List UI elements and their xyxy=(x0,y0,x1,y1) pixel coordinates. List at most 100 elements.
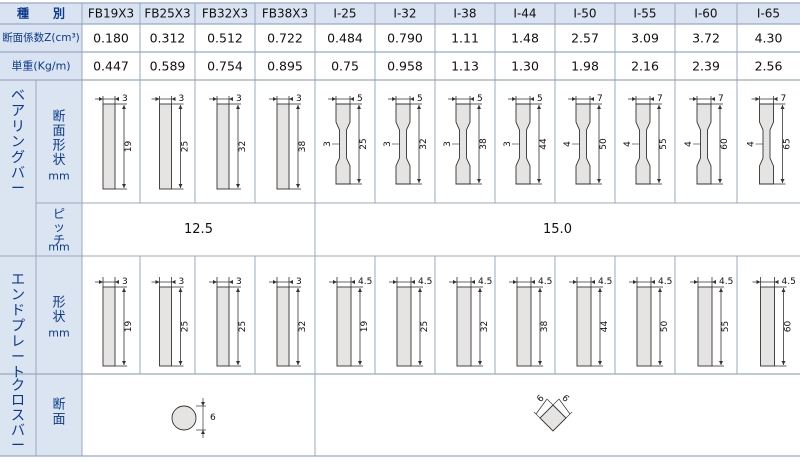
dim-arrow xyxy=(658,361,662,365)
dim-arrow xyxy=(590,97,594,101)
dim-label: 5 xyxy=(357,94,363,104)
dim-arrow xyxy=(273,97,277,101)
plate-section xyxy=(276,286,290,367)
plate-subhead-unit: mm xyxy=(48,327,69,340)
dim-arrow xyxy=(718,105,722,109)
column-name: I-65 xyxy=(757,7,780,21)
dim-arrow xyxy=(418,361,422,365)
dim-arrow xyxy=(417,105,421,109)
dim-arrow xyxy=(296,105,300,109)
modulus-value: 0.790 xyxy=(387,31,423,46)
dim-label: 25 xyxy=(181,141,191,152)
dim-arrow xyxy=(780,179,785,183)
modulus-value: 3.72 xyxy=(692,31,720,46)
dim-arrow xyxy=(333,280,337,284)
dim-arrow xyxy=(632,97,636,101)
modulus-value: 2.57 xyxy=(571,31,599,46)
dim-label: 50 xyxy=(599,138,609,150)
dim-label: 4.5 xyxy=(598,277,612,287)
round-dim-label: 6 xyxy=(210,413,216,423)
dim-arrow xyxy=(99,280,103,284)
dim-label: 5 xyxy=(477,94,483,104)
column-name: FB38X3 xyxy=(262,7,308,21)
dim-arrow xyxy=(598,288,602,292)
pitch-subhead: ッ xyxy=(53,220,65,234)
dim-arrow xyxy=(201,430,205,434)
dim-label: 4.5 xyxy=(658,277,672,287)
plate-section xyxy=(636,286,652,367)
modulus-value: 0.512 xyxy=(207,31,243,46)
dim-line xyxy=(535,398,548,415)
column-name: FB19X3 xyxy=(88,7,134,21)
dim-label: 55 xyxy=(721,321,731,332)
dim-label: 3 xyxy=(122,94,128,104)
square-bar-section xyxy=(539,404,567,432)
dim-label: 60 xyxy=(784,321,794,333)
dim-arrow xyxy=(393,280,397,284)
bearing-bar-label: ー xyxy=(11,181,25,197)
dim-label: 3 xyxy=(236,277,242,287)
dim-arrow xyxy=(657,179,661,183)
kind-label: 種 別 xyxy=(17,6,65,21)
dim-arrow xyxy=(296,288,300,292)
dim-arrow xyxy=(213,280,217,284)
column-name: FB32X3 xyxy=(202,7,248,21)
dim-label: 3 xyxy=(179,277,185,287)
dim-arrow xyxy=(773,97,778,101)
cross-bar-label: バ xyxy=(11,423,25,439)
plate-section xyxy=(102,286,116,367)
column-name: I-50 xyxy=(573,7,596,21)
dim-arrow xyxy=(537,105,541,109)
dim-arrow xyxy=(651,280,655,284)
section-subhead: 面 xyxy=(52,413,65,428)
pitch-i-value: 15.0 xyxy=(543,222,572,237)
dim-arrow xyxy=(711,97,715,101)
square-dim-label-right: 6 xyxy=(559,393,570,404)
dim-arrow xyxy=(417,179,421,183)
dim-arrow xyxy=(780,105,785,109)
bar-section xyxy=(276,103,290,190)
dim-label: 25 xyxy=(238,321,248,332)
cross-bar-label: ス xyxy=(11,408,25,424)
dim-label: 4.5 xyxy=(478,277,492,287)
dim-label: 32 xyxy=(238,141,248,152)
dim-arrow xyxy=(358,288,362,292)
column-name: I-25 xyxy=(333,7,356,21)
bearing-bar-label: バ xyxy=(11,166,25,182)
dim-arrow xyxy=(477,105,481,109)
dim-arrow xyxy=(289,97,293,101)
dim-arrow xyxy=(418,288,422,292)
dim-label: 5 xyxy=(537,94,543,104)
end-plate-label: ー xyxy=(11,350,25,366)
dim-label: 19 xyxy=(124,321,134,333)
dim-label: 3 xyxy=(296,94,302,104)
dim-arrow xyxy=(358,361,362,365)
dim-arrow xyxy=(273,280,277,284)
dim-label: 4.5 xyxy=(782,277,796,287)
web-label: 4 xyxy=(563,141,573,147)
dim-arrow xyxy=(658,288,662,292)
dim-arrow xyxy=(350,97,354,101)
dim-arrow xyxy=(530,97,534,101)
dim-arrow xyxy=(229,280,233,284)
dim-label: 19 xyxy=(124,141,134,153)
pitch-subhead-unit: mm xyxy=(48,241,69,254)
dim-arrow xyxy=(657,105,661,109)
dim-arrow xyxy=(573,280,577,284)
dim-label: 32 xyxy=(419,138,429,149)
cross-bar-label: ロ xyxy=(11,393,25,409)
bearing-bar-label: リ xyxy=(11,119,25,135)
pitch-fb-value: 12.5 xyxy=(184,222,213,237)
dim-label: 65 xyxy=(783,138,793,149)
dim-label: 32 xyxy=(480,321,490,332)
dim-arrow xyxy=(478,361,482,365)
dim-arrow xyxy=(213,97,217,101)
dim-arrow xyxy=(650,97,654,101)
dim-arrow xyxy=(755,97,760,101)
dim-arrow xyxy=(178,184,183,188)
dim-arrow xyxy=(572,97,576,101)
dim-arrow xyxy=(296,361,300,365)
plate-section xyxy=(456,286,472,367)
web-label: 3 xyxy=(443,141,453,147)
